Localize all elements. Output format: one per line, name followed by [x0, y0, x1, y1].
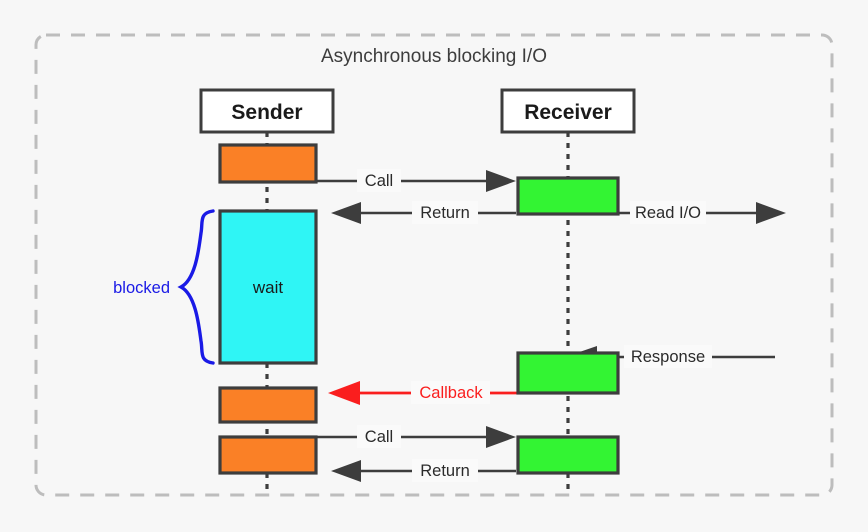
actor-label-sender: Sender: [231, 101, 302, 124]
message-label-return-1: Return: [420, 204, 470, 222]
actor-box-receiver[interactable]: [500, 88, 636, 134]
arrowhead-call-1: [486, 170, 516, 192]
activation-sender-1[interactable]: [218, 143, 318, 184]
message-label-callback: Callback: [419, 384, 483, 402]
label-bg-response: [624, 345, 712, 368]
activation-sender-wait[interactable]: [218, 209, 318, 365]
arrowhead-return-2: [331, 460, 361, 482]
diagram-title: Asynchronous blocking I/O: [321, 46, 547, 67]
activation-receiver-3[interactable]: [516, 435, 620, 475]
blocked-label: blocked: [113, 279, 170, 297]
activation-label-wait: wait: [252, 278, 284, 297]
activation-sender-2[interactable]: [218, 386, 318, 424]
activation-receiver-2[interactable]: [516, 351, 620, 395]
label-bg-return-1: [412, 201, 478, 224]
message-label-call-2: Call: [365, 428, 393, 446]
actor-box-sender[interactable]: [199, 88, 335, 134]
arrowhead-return-1: [331, 202, 361, 224]
message-label-read-io: Read I/O: [635, 204, 701, 222]
group-frame: [34, 33, 834, 497]
actor-label-receiver: Receiver: [524, 101, 612, 124]
arrowhead-callback: [328, 381, 360, 405]
blocked-brace-icon: [177, 209, 215, 365]
message-label-response: Response: [631, 348, 705, 366]
label-bg-read-io: [630, 201, 706, 224]
arrowhead-read-io: [756, 202, 786, 224]
activation-sender-3[interactable]: [218, 435, 318, 475]
label-bg-call-2: [357, 425, 401, 448]
arrowhead-call-2: [486, 426, 516, 448]
label-bg-call-1: [357, 169, 401, 192]
label-bg-return-2: [412, 459, 478, 482]
message-label-call-1: Call: [365, 172, 393, 190]
activation-receiver-1[interactable]: [516, 176, 620, 216]
message-label-return-2: Return: [420, 462, 470, 480]
label-bg-callback: [411, 381, 490, 404]
